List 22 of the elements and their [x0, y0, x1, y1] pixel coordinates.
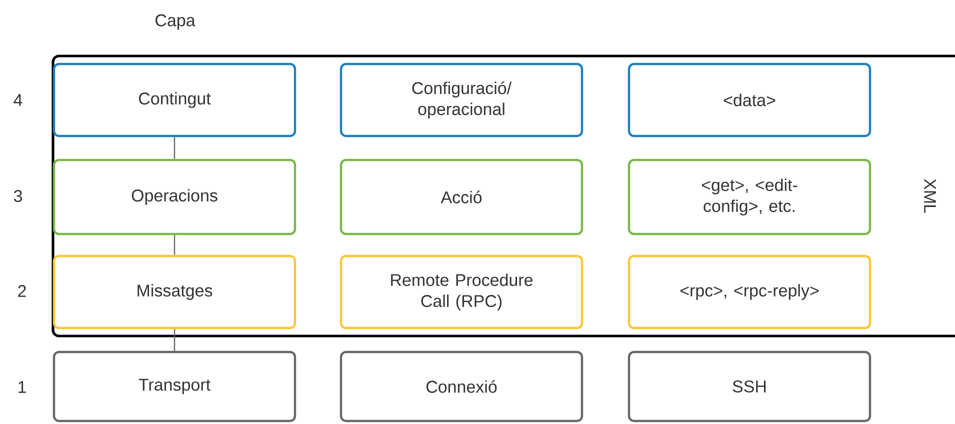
connector-line: [174, 329, 176, 351]
layer-box: Transport: [52, 350, 296, 422]
item-box: Configuració/ operacional: [340, 62, 584, 138]
group-bracket: [52, 54, 955, 338]
item-box: Acció: [340, 158, 584, 236]
layer-box: Missatges: [52, 254, 296, 330]
item-box: Remote Procedure Call (RPC): [340, 254, 584, 330]
group-label: XML: [924, 178, 936, 213]
layer-box: Operacions: [52, 158, 296, 236]
caption: Capa: [156, 14, 196, 30]
layer-number: 4: [14, 94, 22, 106]
layer-number: 1: [18, 381, 26, 393]
item-box: <get>, <edit-config>, etc.: [628, 158, 872, 236]
connector-line: [174, 235, 176, 255]
item-box: <rpc>, <rpc-reply>: [628, 254, 872, 330]
layer-number: 3: [14, 190, 22, 202]
layer-number: 2: [18, 285, 26, 297]
item-box: Connexió: [340, 350, 584, 422]
item-box: <data>: [628, 62, 872, 138]
layer-box: Contingut: [52, 62, 296, 138]
item-box: SSH: [628, 350, 872, 422]
connector-line: [174, 137, 176, 159]
